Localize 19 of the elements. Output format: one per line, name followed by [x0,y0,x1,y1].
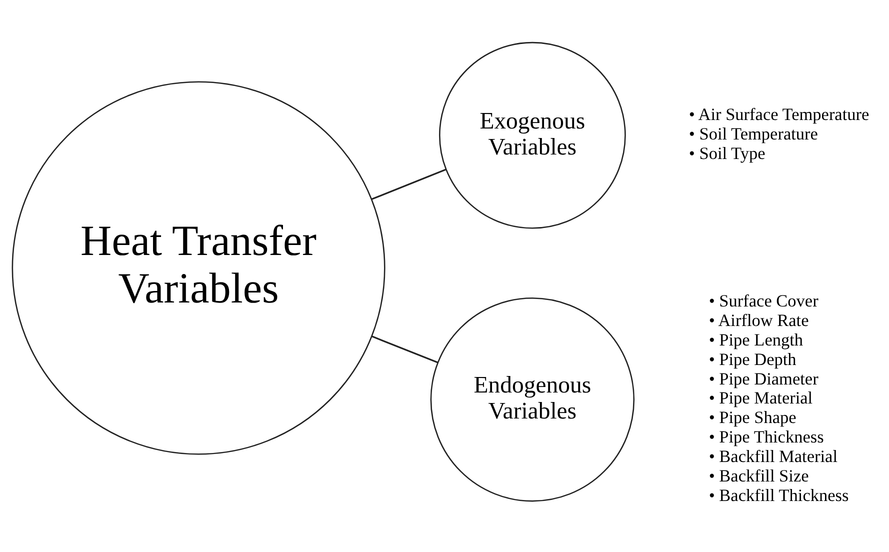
node-label: • Air Surface Temperature [688,104,870,124]
node-label: • Surface Cover [708,291,818,310]
node-circle: Exogenous Variables [439,41,626,228]
node-label: • Pipe Material [708,388,813,408]
node-label: • Soil Type [688,143,766,162]
node-label: • Airflow Rate [708,310,809,330]
node-circle: Endogenous Variables [430,296,635,502]
node-label: • Pipe Diameter [708,368,818,388]
connector [372,335,438,363]
node-label: • Backfill Thickness [708,485,849,504]
node-label: • Pipe Depth [708,349,796,368]
node-label: • Pipe Shape [708,408,796,427]
node-label: • Backfill Size [708,466,809,485]
connector [372,168,446,200]
node-label: • Backfill Material [708,446,838,466]
node-label: • Pipe Length [708,330,804,349]
node-circle: Heat Transfer Variables [12,80,386,454]
node-label: • Soil Temperature [688,124,818,143]
node-label: • Pipe Thickness [708,427,824,446]
